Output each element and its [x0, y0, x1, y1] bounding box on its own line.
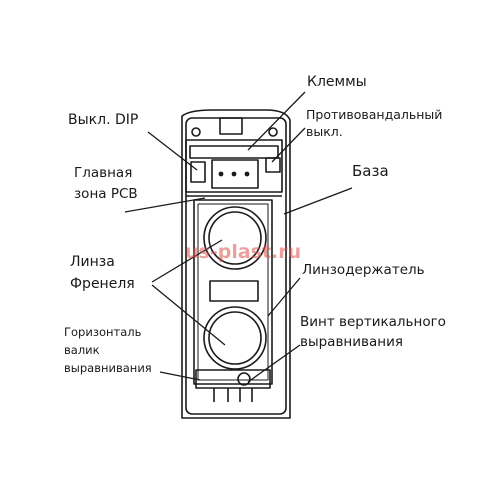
terminal-dot-1 — [218, 171, 224, 177]
label-horizontal-line3: выравнивания — [64, 361, 152, 375]
leader-terminals — [247, 91, 306, 151]
leader-fresnel-lower — [151, 284, 226, 346]
leader-dip — [147, 131, 198, 171]
label-fresnel-line2: Френеля — [70, 276, 135, 292]
upper-fresnel-lens-outer — [203, 206, 267, 270]
top-right-screw — [268, 127, 278, 137]
terminal-block — [185, 139, 283, 193]
terminal-block-inner — [189, 145, 279, 159]
watermark: us-plast.ru — [185, 241, 301, 263]
leader-vertical-screw — [247, 344, 301, 383]
lens-holder-inner — [197, 203, 269, 381]
leader-lens-holder — [267, 277, 301, 317]
label-pcb-line2: зона PCB — [74, 186, 138, 202]
terminal-block-center — [211, 159, 259, 189]
terminal-dot-3 — [244, 171, 250, 177]
leader-pcb — [124, 197, 206, 213]
lens-holder-frame — [193, 199, 273, 385]
label-fresnel-line1: Линза — [70, 254, 115, 270]
bottom-assembly — [195, 369, 271, 389]
label-vertical-line1: Винт вертикального — [300, 314, 446, 330]
lower-fresnel-lens-inner — [208, 311, 262, 365]
label-tamper-line2: выкл. — [306, 124, 343, 139]
label-horizontal-line1: Горизонталь — [64, 325, 142, 339]
leader-horizontal-roller — [159, 371, 201, 381]
terminal-dot-2 — [231, 171, 237, 177]
label-vertical-line2: выравнивания — [300, 334, 403, 350]
label-terminals: Клеммы — [307, 74, 367, 90]
label-horizontal-line2: валик — [64, 343, 100, 357]
top-left-screw — [191, 127, 201, 137]
label-lens-holder: Линзодержатель — [302, 262, 425, 278]
label-base: База — [352, 162, 389, 180]
vertical-adjust-screw — [237, 372, 251, 386]
middle-window — [209, 280, 259, 302]
tamper-switch — [265, 157, 281, 173]
detector-housing — [181, 109, 291, 419]
lower-fresnel-lens-outer — [203, 306, 267, 370]
top-tab — [219, 117, 243, 135]
dip-switch — [190, 161, 206, 183]
leader-fresnel-upper — [151, 239, 223, 283]
leader-tamper — [271, 127, 306, 163]
label-tamper-line1: Противовандальный — [306, 107, 442, 122]
leader-base — [283, 187, 353, 215]
upper-fresnel-lens-inner — [208, 211, 262, 265]
label-dip: Выкл. DIP — [68, 112, 138, 128]
label-pcb-line1: Главная — [74, 165, 132, 181]
